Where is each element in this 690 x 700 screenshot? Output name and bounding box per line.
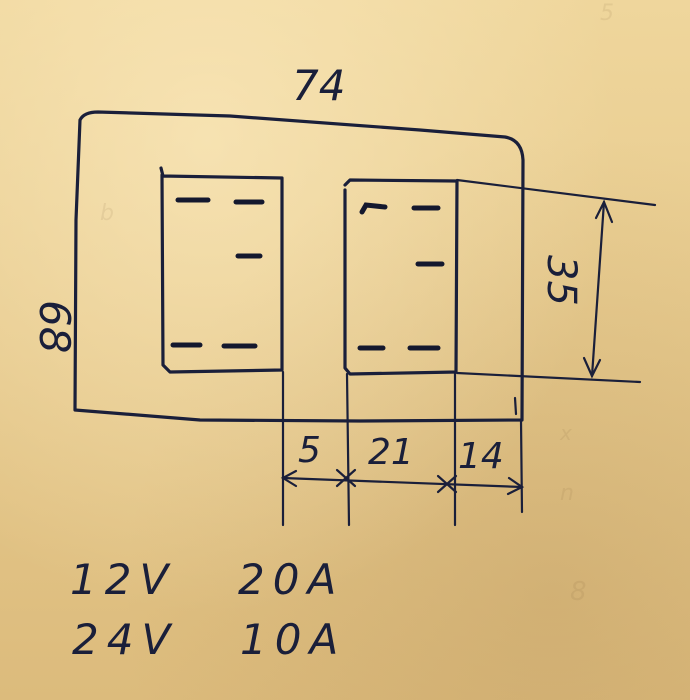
width-dimension-line [280, 468, 525, 496]
spec-current-1: 20A [238, 555, 344, 604]
svg-text:n: n [560, 481, 574, 506]
outer-frame [73, 110, 525, 423]
dim-height-label: 68 [30, 300, 79, 353]
spec-voltage-2: 24V [72, 615, 178, 664]
left-window-pins [170, 197, 265, 349]
right-window-pins [357, 202, 445, 351]
svg-text:x: x [559, 421, 572, 445]
dimension-extension-top [455, 178, 657, 207]
dim-width-label: 74 [292, 61, 345, 110]
svg-text:b: b [100, 201, 114, 226]
dim-gap-right-label: 14 [458, 436, 504, 477]
dim-window-height-label: 35 [538, 255, 584, 306]
dim-gap-left-label: 5 [298, 430, 321, 471]
svg-text:5: 5 [600, 1, 614, 26]
spec-voltage-1: 12V [70, 555, 176, 604]
spec-current-2: 10A [240, 615, 346, 664]
width-extension-lines [281, 370, 524, 527]
dim-window-width-label: 21 [368, 432, 414, 473]
show-through-marks: 5 x n 8 b [100, 1, 614, 607]
dimension-extension-bottom [455, 371, 642, 384]
right-cutout [343, 178, 459, 376]
height-dimension-arrow [582, 199, 614, 379]
svg-text:8: 8 [570, 577, 587, 607]
left-cutout [159, 166, 284, 374]
